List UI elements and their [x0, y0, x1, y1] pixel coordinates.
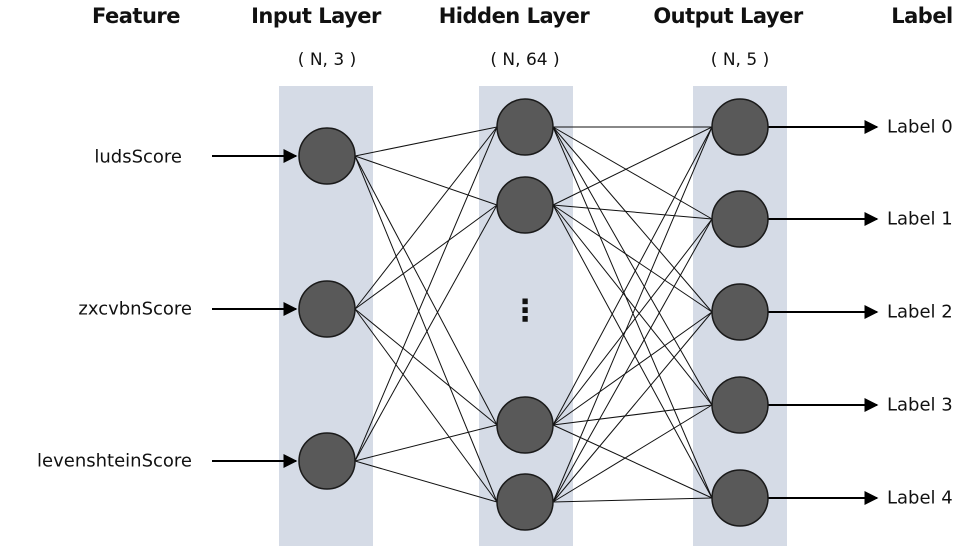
feature-luds: ludsScore — [94, 146, 182, 168]
input-shape: ( N, 3 ) — [297, 50, 357, 70]
hidden-node-1 — [496, 176, 554, 234]
edge-hidden2-output1 — [552, 218, 713, 426]
edge-hidden2-output4 — [552, 424, 713, 499]
hidden-shape: ( N, 64 ) — [490, 50, 560, 70]
edge-input2-hidden2 — [354, 424, 498, 462]
header-label: Label — [891, 4, 953, 28]
edge-hidden0-output3 — [552, 126, 713, 406]
header-output-layer: Output Layer — [653, 4, 803, 28]
edge-hidden3-output4 — [552, 497, 713, 503]
label-4: Label 4 — [887, 487, 953, 509]
edge-input0-hidden3 — [354, 155, 498, 503]
edge-hidden1-output2 — [552, 204, 713, 313]
edge-hidden0-output4 — [552, 126, 713, 499]
edge-hidden3-output1 — [552, 218, 713, 503]
edge-input2-hidden1 — [354, 204, 498, 462]
hidden-node-2 — [496, 396, 554, 454]
edge-input0-hidden1 — [354, 155, 498, 206]
input-node-0 — [298, 127, 356, 185]
edge-hidden1-output4 — [552, 204, 713, 499]
output-node-1 — [711, 190, 769, 248]
input-node-1 — [298, 280, 356, 338]
edge-hidden2-output3 — [552, 404, 713, 426]
label-0: Label 0 — [887, 116, 953, 138]
label-3: Label 3 — [887, 394, 953, 416]
output-shape: ( N, 5 ) — [710, 50, 770, 70]
output-node-4 — [711, 469, 769, 527]
edge-input1-hidden1 — [354, 204, 498, 310]
label-1: Label 1 — [887, 208, 953, 230]
edge-input0-hidden2 — [354, 155, 498, 426]
edge-hidden2-output2 — [552, 311, 713, 426]
output-node-2 — [711, 283, 769, 341]
feature-levenshtein: levenshteinScore — [37, 450, 192, 472]
hidden-layer-band — [479, 86, 573, 546]
edge-hidden0-output1 — [552, 126, 713, 220]
label-2: Label 2 — [887, 301, 953, 323]
feature-zxcvbn: zxcvbnScore — [78, 298, 192, 320]
edge-input1-hidden0 — [354, 126, 498, 310]
input-node-2 — [298, 432, 356, 490]
edge-hidden3-output2 — [552, 311, 713, 503]
hidden-node-0 — [496, 98, 554, 156]
output-node-0 — [711, 98, 769, 156]
edge-input1-hidden3 — [354, 308, 498, 503]
edge-input2-hidden0 — [354, 126, 498, 462]
output-node-3 — [711, 376, 769, 434]
edge-hidden0-output2 — [552, 126, 713, 313]
header-hidden-layer: Hidden Layer — [438, 4, 590, 28]
hidden-node-3 — [496, 473, 554, 531]
edge-hidden1-output3 — [552, 204, 713, 406]
header-feature: Feature — [92, 4, 181, 28]
header-input-layer: Input Layer — [251, 4, 381, 28]
edge-input2-hidden3 — [354, 460, 498, 503]
edge-hidden3-output0 — [552, 126, 713, 503]
edge-input1-hidden2 — [354, 308, 498, 426]
hidden-ellipsis: ⋮ — [510, 293, 540, 329]
edge-hidden3-output3 — [552, 404, 713, 503]
edge-hidden1-output0 — [552, 126, 713, 206]
io-arrows — [212, 120, 879, 505]
connections — [354, 126, 713, 503]
nodes — [298, 98, 769, 531]
edge-hidden1-output1 — [552, 204, 713, 220]
edge-hidden2-output0 — [552, 126, 713, 426]
edge-input0-hidden0 — [354, 126, 498, 157]
